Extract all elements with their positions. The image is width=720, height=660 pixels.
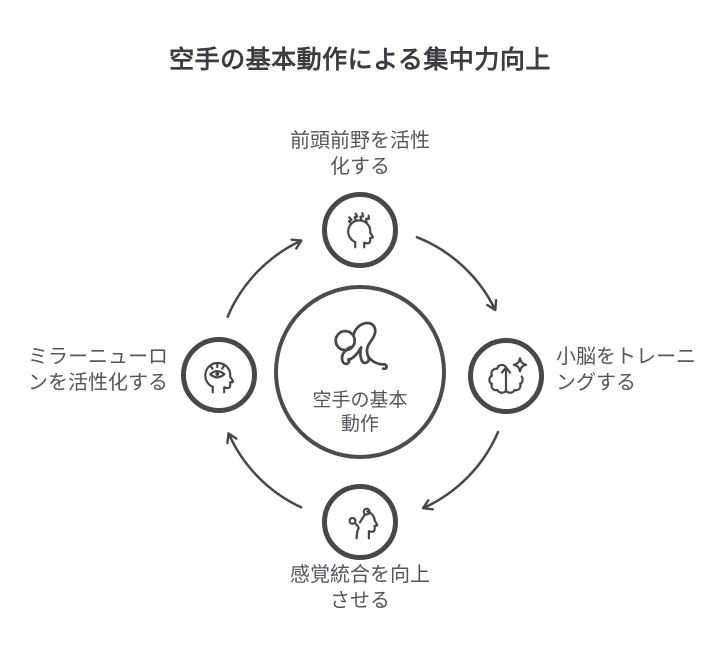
- label-line: ングする: [556, 372, 636, 394]
- karate-person-icon: [334, 321, 389, 371]
- mirror-neuron-icon: [204, 361, 235, 394]
- arrow-bottom-to-left: [226, 432, 303, 509]
- sensory-integration-icon: [348, 507, 379, 540]
- node-left-circle: [181, 337, 257, 413]
- node-bottom-circle: [322, 484, 398, 560]
- label-line: ミラーニューロ: [28, 346, 168, 368]
- label-line: 化する: [330, 156, 390, 178]
- node-top-label: 前頭前野を活性 化する: [250, 128, 470, 180]
- page-title: 空手の基本動作による集中力向上: [169, 46, 551, 74]
- label-line: 感覚統合を向上: [290, 564, 430, 586]
- label-line: 小脳をトレーニ: [556, 346, 696, 368]
- arrow-left-to-top: [226, 238, 303, 318]
- center-label-line: 空手の基本: [312, 390, 408, 411]
- arrow-top-to-right: [415, 235, 498, 312]
- node-bottom-label: 感覚統合を向上 させる: [250, 562, 470, 614]
- center-label-line: 動作: [340, 414, 379, 435]
- label-line: 前頭前野を活性: [290, 130, 430, 152]
- node-left-label: ミラーニューロ ンを活性化する: [28, 344, 170, 396]
- prefrontal-activation-icon: [347, 212, 374, 249]
- cerebellum-training-icon: [488, 357, 528, 394]
- center-node-label: 空手の基本 動作: [312, 389, 407, 437]
- center-node-circle: 空手の基本 動作: [274, 285, 446, 459]
- node-top-circle: [322, 192, 398, 268]
- node-right-label: 小脳をトレーニ ングする: [556, 344, 716, 396]
- label-line: させる: [330, 590, 390, 612]
- node-right-circle: [468, 338, 544, 414]
- arrow-right-to-bottom: [421, 430, 500, 511]
- label-line: ンを活性化する: [28, 372, 168, 394]
